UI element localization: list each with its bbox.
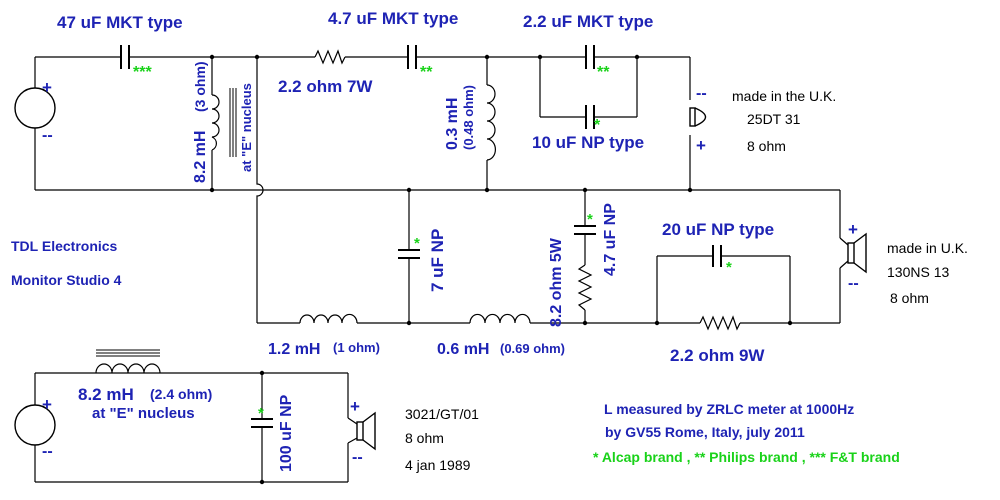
sub-speaker-plus: + xyxy=(350,397,360,416)
res-2.2ohm-7w-label: 2.2 ohm 7W xyxy=(278,77,373,96)
inductor-0.3mh-icon xyxy=(486,84,496,161)
cap-4.7uf-note: ** xyxy=(420,64,433,81)
capacitor-100uf-icon xyxy=(251,418,273,428)
cap-2.2uf-note: ** xyxy=(597,64,610,81)
resistor-2.2ohm-9w-icon xyxy=(699,315,741,331)
subwoofer-speaker-icon xyxy=(347,411,376,451)
cap-100uf-note: * xyxy=(258,405,264,422)
ac-source-sub-icon xyxy=(14,404,56,446)
ind-0.3mh-label: 0.3 mH xyxy=(444,98,461,150)
ind-8.2mh-sub-core: at "E" nucleus xyxy=(92,405,195,422)
ind-8.2mh-core: at "E" nucleus xyxy=(239,83,254,172)
sub-source-plus: + xyxy=(42,395,52,414)
capacitor-4.7uf-icon xyxy=(407,45,417,69)
cap-10uf-note: * xyxy=(594,117,601,134)
source-minus: -- xyxy=(42,127,53,144)
cap-4.7uf-np-note: * xyxy=(587,211,593,228)
sub-source-minus: -- xyxy=(42,443,53,460)
inductor-0.6mh-icon xyxy=(469,313,531,324)
capacitor-47uf-icon xyxy=(120,45,130,69)
tweeter-speaker-icon xyxy=(689,107,707,127)
cap-20uf-note: * xyxy=(726,259,732,276)
woofer-minus: -- xyxy=(848,275,859,292)
cap-4.7uf-np-label: 4.7 uF NP xyxy=(602,203,619,276)
cap-20uf-label: 20 uF NP type xyxy=(662,220,774,239)
cap-100uf-label: 100 uF NP xyxy=(278,394,295,472)
resistor-8.2ohm-5w-icon xyxy=(577,264,593,311)
woofer-origin: made in U.K. xyxy=(887,240,968,256)
ind-0.3mh-resistance: (0.48 ohm) xyxy=(461,85,476,150)
capacitor-2.2uf-icon xyxy=(585,45,595,69)
cap-10uf-label: 10 uF NP type xyxy=(532,133,644,152)
ind-8.2mh-resistance: (3 ohm) xyxy=(192,61,208,112)
sub-speaker-minus: -- xyxy=(352,449,363,466)
woofer-impedance: 8 ohm xyxy=(890,290,929,306)
tweeter-impedance: 8 ohm xyxy=(747,138,786,154)
cap-2.2uf-label: 2.2 uF MKT type xyxy=(523,12,653,31)
res-2.2ohm-9w-label: 2.2 ohm 9W xyxy=(670,346,765,365)
note-author: by GV55 Rome, Italy, july 2011 xyxy=(605,424,805,440)
product-brand: TDL Electronics xyxy=(11,238,118,254)
ind-1.2mh-label: 1.2 mH xyxy=(268,341,320,358)
inductor-8.2mh-sub-icon xyxy=(95,349,161,374)
resistor-2.2ohm-7w-icon xyxy=(314,49,346,65)
sub-date: 4 jan 1989 xyxy=(405,457,471,473)
tweeter-minus: -- xyxy=(696,85,707,102)
tweeter-model: 25DT 31 xyxy=(747,111,801,127)
ind-0.6mh-resistance: (0.69 ohm) xyxy=(500,341,565,356)
woofer-plus: + xyxy=(848,220,858,239)
tweeter-origin: made in the U.K. xyxy=(732,88,836,104)
capacitor-10uf-icon xyxy=(585,105,595,129)
capacitor-20uf-icon xyxy=(712,245,722,267)
inductor-1.2mh-icon xyxy=(299,313,358,324)
ind-1.2mh-resistance: (1 ohm) xyxy=(333,340,380,355)
cap-7uf-note: * xyxy=(414,235,420,252)
inductor-8.2mh-icon xyxy=(211,88,237,157)
cap-47uf-note: *** xyxy=(133,64,152,81)
sub-model: 3021/GT/01 xyxy=(405,406,479,422)
res-8.2ohm-5w-label: 8.2 ohm 5W xyxy=(548,237,565,327)
junction-dots xyxy=(209,54,793,326)
tweeter-plus: + xyxy=(696,136,706,155)
woofer-speaker-icon xyxy=(839,232,867,274)
sub-junction-dots xyxy=(259,370,265,485)
note-brands: * Alcap brand , ** Philips brand , *** F… xyxy=(593,449,900,465)
ind-0.6mh-label: 0.6 mH xyxy=(437,341,489,358)
cap-7uf-label: 7 uF NP xyxy=(428,229,447,292)
ind-8.2mh-sub-resistance: (2.4 ohm) xyxy=(150,386,212,402)
sub-impedance: 8 ohm xyxy=(405,430,444,446)
capacitor-7uf-icon xyxy=(398,249,420,259)
capacitor-4.7uf-np-icon xyxy=(574,225,596,235)
ind-8.2mh-sub-label: 8.2 mH xyxy=(78,385,134,404)
sub-circuit-wires xyxy=(34,372,349,483)
note-measure: L measured by ZRLC meter at 1000Hz xyxy=(604,401,854,417)
source-plus: + xyxy=(42,78,52,97)
ind-8.2mh-label: 8.2 mH xyxy=(192,131,209,183)
ac-source-icon xyxy=(14,87,56,129)
product-model: Monitor Studio 4 xyxy=(11,272,122,288)
cap-47uf-label: 47 uF MKT type xyxy=(57,13,183,32)
woofer-model: 130NS 13 xyxy=(887,264,949,280)
cap-4.7uf-label: 4.7 uF MKT type xyxy=(328,9,458,28)
